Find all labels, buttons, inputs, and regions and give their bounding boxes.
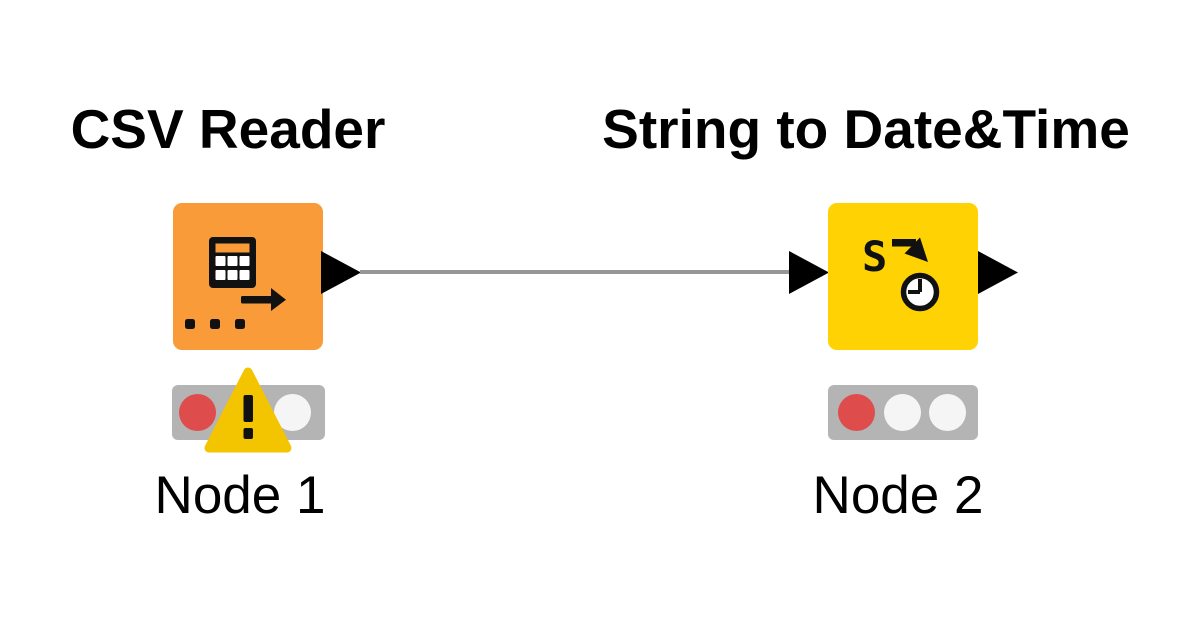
node1-name-label[interactable]: Node 1 xyxy=(154,466,326,525)
node2-traffic-light xyxy=(828,385,978,440)
node1-output-port[interactable] xyxy=(321,251,361,294)
node1-csv-reader[interactable] xyxy=(173,203,323,350)
node2-name-label[interactable]: Node 2 xyxy=(812,466,984,525)
node2-output-port[interactable] xyxy=(978,251,1018,294)
node2-status-yellow-light xyxy=(884,394,921,431)
connection-node1-to-node2[interactable] xyxy=(360,270,790,274)
node2-status-red-light xyxy=(838,394,875,431)
string-to-datetime-icon: S xyxy=(862,232,940,312)
node2-input-port[interactable] xyxy=(789,251,829,294)
node2-string-to-datetime[interactable]: S xyxy=(828,203,978,350)
node2-status-green-light xyxy=(929,394,966,431)
node1-status-red-light xyxy=(179,394,216,431)
table-export-icon xyxy=(185,237,286,329)
warning-triangle-icon xyxy=(204,367,292,453)
string-glyph: S xyxy=(862,232,887,281)
node1-title: CSV Reader xyxy=(70,98,386,160)
node2-title: String to Date&Time xyxy=(602,98,1130,160)
